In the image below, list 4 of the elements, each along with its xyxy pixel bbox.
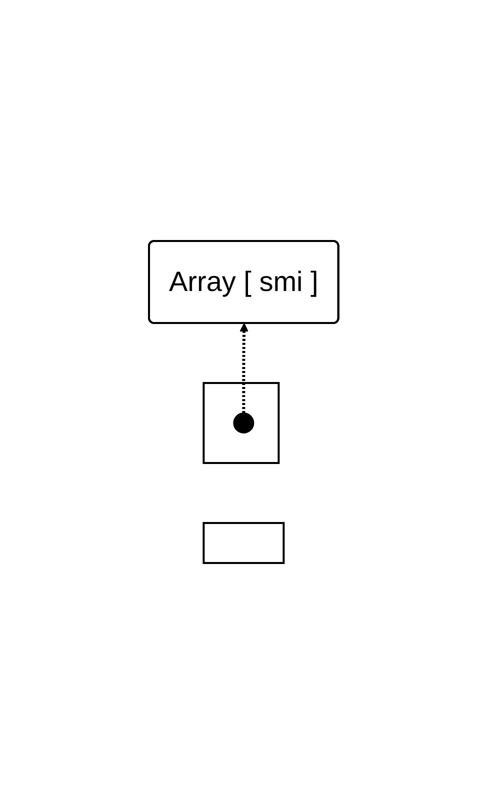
node-circle: [233, 412, 254, 433]
node-box: [202, 522, 284, 564]
arrow: [239, 322, 248, 412]
cluster: [202, 382, 280, 464]
